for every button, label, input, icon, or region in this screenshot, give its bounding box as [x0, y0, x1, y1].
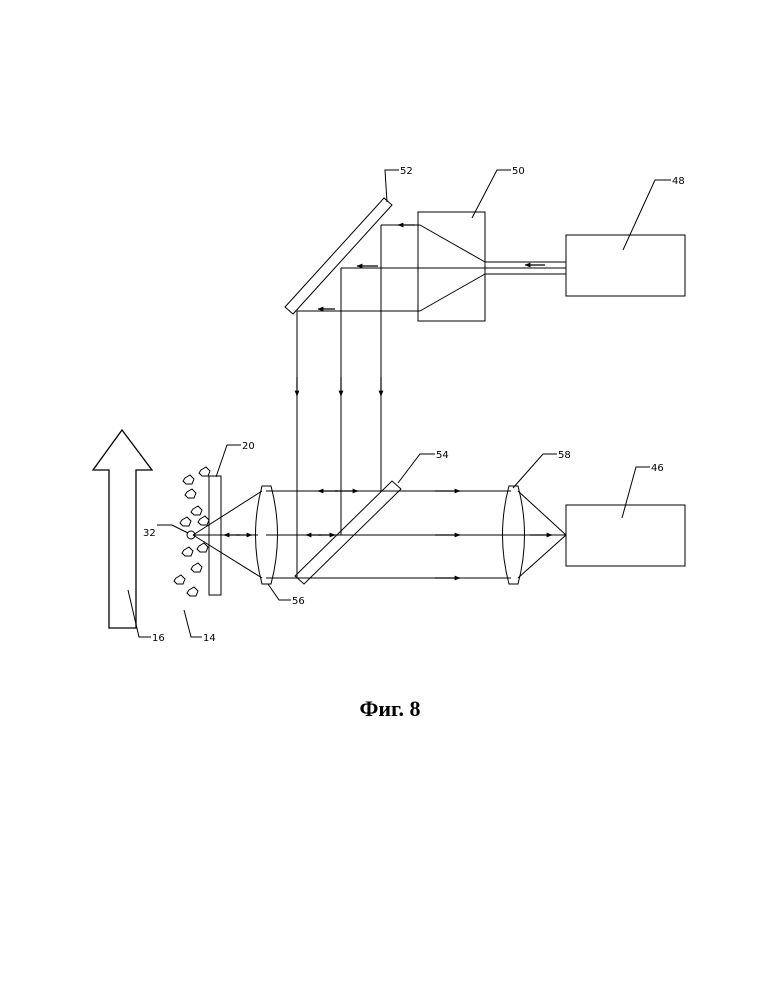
detector-46: [566, 505, 685, 566]
label-32: 32: [143, 528, 156, 539]
label-58: 58: [558, 450, 571, 461]
label-14: 14: [203, 633, 216, 644]
beam-divider-50: [418, 212, 485, 321]
label-50: 50: [512, 166, 525, 177]
beam-splitter-54: [295, 481, 401, 584]
label-56: 56: [292, 596, 305, 607]
label-16: 16: [152, 633, 165, 644]
figure-caption: Фиг. 8: [0, 696, 780, 722]
upper-beams: [297, 225, 566, 311]
label-20: 20: [242, 441, 255, 452]
label-52: 52: [400, 166, 413, 177]
label-48: 48: [672, 176, 685, 187]
mirror-52: [285, 198, 392, 314]
label-46: 46: [651, 463, 664, 474]
vertical-beams: [297, 225, 381, 578]
label-54: 54: [436, 450, 449, 461]
